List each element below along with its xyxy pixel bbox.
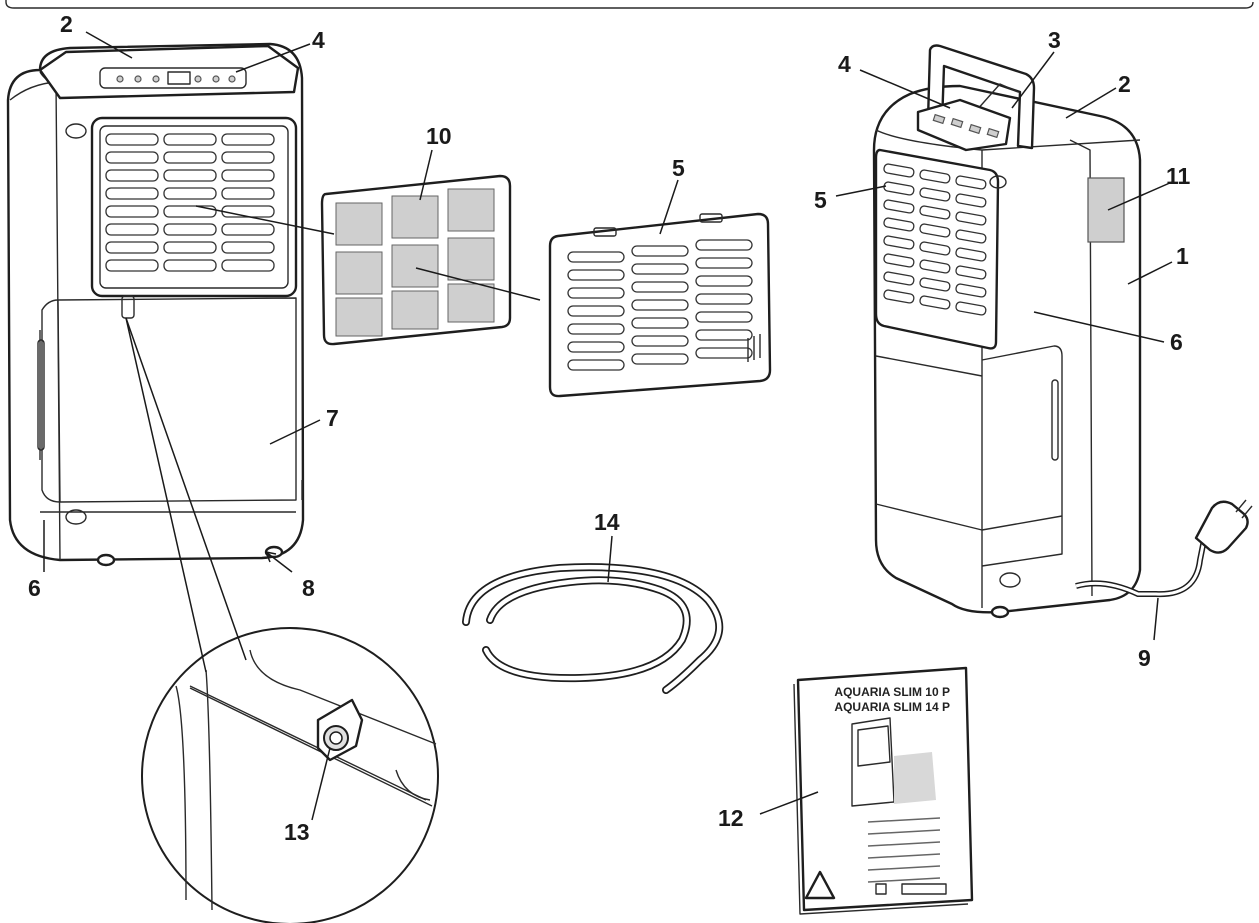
callout-5-filter: 5 bbox=[672, 155, 685, 181]
callout-6-right: 6 bbox=[1170, 329, 1183, 355]
dust-filter-drawing bbox=[320, 174, 512, 346]
callout-8: 8 bbox=[302, 575, 315, 601]
power-plug bbox=[1194, 500, 1249, 554]
front-unit-drawing bbox=[6, 42, 305, 567]
rating-label bbox=[1087, 177, 1125, 243]
frame-border bbox=[5, 0, 1254, 9]
instruction-manual: AQUARIA SLIM 10 P AQUARIA SLIM 14 P bbox=[793, 666, 974, 915]
callout-10: 10 bbox=[426, 123, 452, 149]
drain-hose-drawing bbox=[462, 563, 724, 694]
manual-title-line2: AQUARIA SLIM 14 P bbox=[834, 700, 950, 714]
callout-1: 1 bbox=[1176, 243, 1189, 269]
callout-5-unit: 5 bbox=[814, 187, 827, 213]
callout-3: 3 bbox=[1048, 27, 1061, 53]
leader-lines bbox=[43, 31, 1173, 821]
callout-numbers: 2 4 10 5 7 6 8 13 14 12 3 4 2 5 11 1 6 9 bbox=[28, 11, 1191, 845]
drain-outlet-detail bbox=[141, 627, 439, 923]
callout-11: 11 bbox=[1166, 163, 1191, 189]
callout-14: 14 bbox=[594, 509, 620, 535]
callout-4-left: 4 bbox=[312, 27, 325, 53]
warning-triangle-icon bbox=[804, 870, 836, 900]
grille-slots bbox=[567, 239, 753, 371]
callout-12: 12 bbox=[718, 805, 744, 831]
callout-2-left: 2 bbox=[60, 11, 73, 37]
rear-unit-drawing bbox=[872, 44, 1253, 619]
callout-2-right: 2 bbox=[1118, 71, 1131, 97]
rear-grille-slots bbox=[883, 163, 987, 316]
air-grille-drawing bbox=[548, 212, 772, 398]
manual-title-line1: AQUARIA SLIM 10 P bbox=[834, 685, 950, 699]
callout-7: 7 bbox=[326, 405, 339, 431]
callout-13: 13 bbox=[284, 819, 310, 845]
callout-4-right: 4 bbox=[838, 51, 851, 77]
callout-6-left: 6 bbox=[28, 575, 41, 601]
front-grille-slots bbox=[105, 133, 275, 272]
callout-9: 9 bbox=[1138, 645, 1151, 671]
